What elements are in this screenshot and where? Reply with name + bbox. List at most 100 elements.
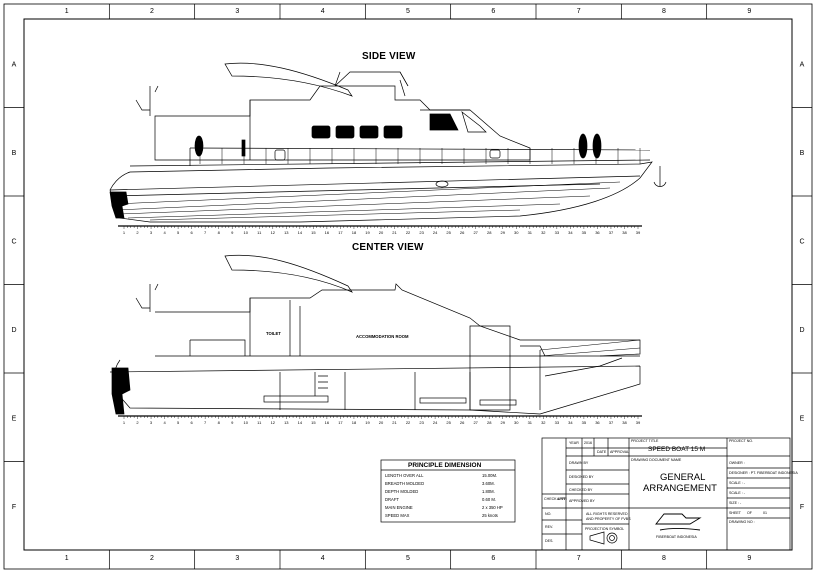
- ruler-number: 30: [514, 420, 519, 425]
- grid-col-label: 6: [491, 555, 495, 562]
- ruler-number: 33: [555, 420, 560, 425]
- ruler-number: 19: [365, 420, 370, 425]
- ruler-number: 20: [379, 420, 384, 425]
- grid-row-label: A: [12, 61, 17, 68]
- tb-sheet-value: 01: [763, 511, 767, 515]
- grid-row-label: E: [12, 415, 17, 422]
- ruler-number: 22: [406, 420, 411, 425]
- grid-row-label: C: [11, 238, 16, 245]
- ruler-number: 17: [338, 420, 343, 425]
- ruler-number: 36: [595, 420, 600, 425]
- tb-rights-2: AND PROPERTY OF FVBS: [586, 517, 631, 521]
- ruler-number: 24: [433, 420, 438, 425]
- tb-drawing-title-label: DRAWING DOCUMENT NAME: [631, 458, 682, 462]
- tb-company: FIBERBOAT INDONESIA: [656, 535, 697, 539]
- grid-row-label: F: [12, 504, 16, 511]
- center-outboard-engine: [111, 367, 131, 415]
- ruler-number: 16: [325, 230, 330, 235]
- ruler-number: 39: [636, 420, 641, 425]
- ruler-number: 26: [460, 230, 465, 235]
- grid-col-label: 1: [65, 8, 69, 15]
- ruler-number: 30: [514, 230, 519, 235]
- ruler-number: 12: [271, 420, 276, 425]
- ruler-number: 3: [150, 420, 153, 425]
- grid-row-label: E: [800, 415, 805, 422]
- ruler-number: 35: [582, 420, 587, 425]
- ruler-number: 5: [177, 230, 180, 235]
- ruler-number: 24: [433, 230, 438, 235]
- center-view: [109, 254, 642, 419]
- ruler-number: 6: [191, 420, 194, 425]
- grid-ticks: [4, 4, 812, 569]
- tb-year-label: YEAR: [569, 441, 579, 445]
- ruler-number: 38: [622, 420, 627, 425]
- side-rail-posts: [199, 148, 641, 164]
- tb-approved-by: APPROVED BY: [569, 499, 595, 503]
- ruler-number: 1: [123, 230, 126, 235]
- tb-project-no: PROJECT NO.: [729, 439, 754, 443]
- grid-col-label: 5: [406, 8, 410, 15]
- grid-col-label: 7: [577, 8, 581, 15]
- principle-row-value: 15.00M.: [482, 473, 498, 478]
- grid-col-label: 8: [662, 8, 666, 15]
- grid-col-label: 7: [577, 555, 581, 562]
- ruler-number: 23: [419, 420, 424, 425]
- ruler-number: 7: [204, 230, 207, 235]
- grid-col-label: 8: [662, 555, 666, 562]
- ruler-number: 37: [609, 230, 614, 235]
- principle-row-value: 2 x 350 HP: [482, 505, 503, 510]
- tb-appr-label: APPR: [557, 497, 567, 501]
- tb-rev-rev: REV.: [545, 525, 554, 529]
- ruler-number: 31: [528, 230, 533, 235]
- tb-sheet-of: OF: [747, 511, 752, 515]
- side-view: [109, 62, 667, 229]
- grid-row-label: D: [11, 327, 16, 334]
- ruler-number: 13: [284, 230, 289, 235]
- ruler-number: 33: [555, 230, 560, 235]
- ruler-number: 29: [501, 420, 506, 425]
- ruler-number: 22: [406, 230, 411, 235]
- ruler-number: 15: [311, 420, 316, 425]
- tb-check-label: CHECK LIST: [544, 497, 566, 501]
- grid-col-label: 2: [150, 8, 154, 15]
- ruler-number: 21: [392, 420, 397, 425]
- tb-drawing-no: DRAWING NO :: [729, 520, 755, 524]
- ruler-number: 32: [541, 230, 546, 235]
- principle-dimension-table: [380, 459, 516, 523]
- ruler-number: 18: [352, 420, 357, 425]
- grid-row-label: A: [800, 61, 805, 68]
- ruler-number: 20: [379, 230, 384, 235]
- ruler-number: 28: [487, 420, 492, 425]
- grid-row-label: C: [799, 238, 804, 245]
- ruler-number: 29: [501, 230, 506, 235]
- ruler-number: 7: [204, 420, 207, 425]
- ruler-number: 25: [446, 420, 451, 425]
- ruler-number: 23: [419, 230, 424, 235]
- grid-row-label: B: [12, 150, 17, 157]
- ruler-number: 4: [163, 230, 166, 235]
- ruler-number: 5: [177, 420, 180, 425]
- tb-designed-by: DESIGNED BY: [569, 475, 594, 479]
- ruler-number: 26: [460, 420, 465, 425]
- principle-row-label: SPEED MAX: [385, 513, 410, 518]
- grid-col-label: 4: [321, 555, 325, 562]
- ruler-number: 38: [622, 230, 627, 235]
- room-label-accommodation: ACCOMMODATION ROOM: [356, 334, 409, 339]
- ruler-number: 2: [136, 230, 139, 235]
- ruler-number: 28: [487, 230, 492, 235]
- grid-col-label: 9: [747, 8, 751, 15]
- ruler-number: 12: [271, 230, 276, 235]
- ruler-number: 11: [257, 420, 262, 425]
- ruler-number: 10: [244, 230, 249, 235]
- ruler-number: 15: [311, 230, 316, 235]
- ruler-number: 27: [473, 230, 478, 235]
- tb-date-label: DATE: [597, 450, 607, 454]
- principle-row-value: 25 knots: [482, 513, 498, 518]
- room-label-toilet: TOILET: [266, 331, 281, 336]
- title-block: [541, 437, 791, 551]
- ruler-number: 16: [325, 420, 330, 425]
- ruler-number: 1: [123, 420, 126, 425]
- tb-drawn-by: DRAWN BY: [569, 461, 589, 465]
